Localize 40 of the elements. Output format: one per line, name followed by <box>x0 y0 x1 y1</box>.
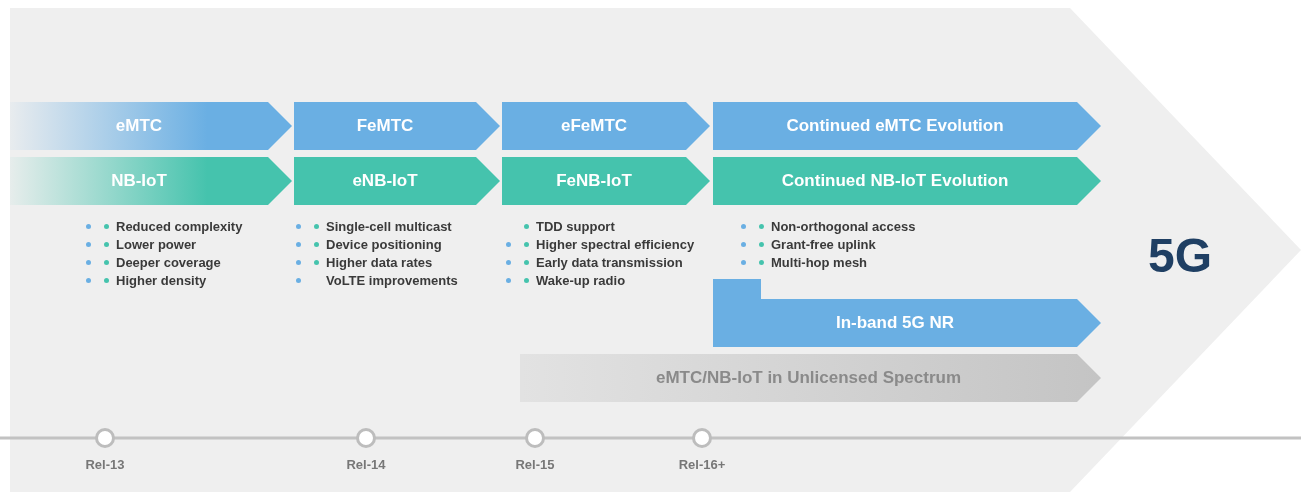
feature-text: Deeper coverage <box>116 254 221 271</box>
release-label: Rel-15 <box>515 456 555 474</box>
chevron-label: Continued eMTC Evolution <box>786 115 1004 138</box>
feature-text: VoLTE improvements <box>326 272 458 289</box>
chevron-label: FeMTC <box>356 115 414 138</box>
phase-band <box>502 157 710 205</box>
feature-text: Wake-up radio <box>536 272 626 289</box>
feature-text: Early data transmission <box>536 254 683 271</box>
phase-band <box>502 102 710 150</box>
phase-band <box>10 102 292 150</box>
feature-text: TDD support <box>536 218 615 235</box>
chevron-label: Continued NB-IoT Evolution <box>781 170 1009 193</box>
phase-band <box>713 102 1101 150</box>
feature-text: Multi-hop mesh <box>771 254 868 271</box>
release-label: Rel-14 <box>346 456 386 474</box>
feature-text: Lower power <box>116 236 197 253</box>
feature-text: Higher data rates <box>326 254 433 271</box>
chevron-label: eMTC <box>115 115 163 138</box>
phase-band <box>713 157 1101 205</box>
feature-text: Higher density <box>116 272 207 289</box>
chevron-label: FeNB-IoT <box>556 170 632 193</box>
phase-band <box>520 354 1101 402</box>
chevron-label: In-band 5G NR <box>835 312 955 335</box>
release-label: Rel-16+ <box>678 456 726 474</box>
chevron-label: eFeMTC <box>560 115 628 138</box>
feature-text: Device positioning <box>326 236 442 253</box>
feature-text: Reduced complexity <box>116 218 243 235</box>
phase-band <box>10 157 292 205</box>
chevron-label: eMTC/NB-IoT in Unlicensed Spectrum <box>654 367 962 390</box>
heading-label: 5G <box>1148 232 1213 280</box>
phase-band <box>713 279 1101 347</box>
phase-band <box>294 157 500 205</box>
phase-band <box>294 102 500 150</box>
feature-text: Higher spectral efficiency <box>536 236 695 253</box>
feature-text: Non-orthogonal access <box>771 218 916 235</box>
chevron-label: NB-IoT <box>111 170 167 193</box>
chevron-label: eNB-IoT <box>352 170 418 193</box>
release-label: Rel-13 <box>85 456 125 474</box>
feature-text: Grant-free uplink <box>771 236 876 253</box>
feature-text: Single-cell multicast <box>326 218 452 235</box>
